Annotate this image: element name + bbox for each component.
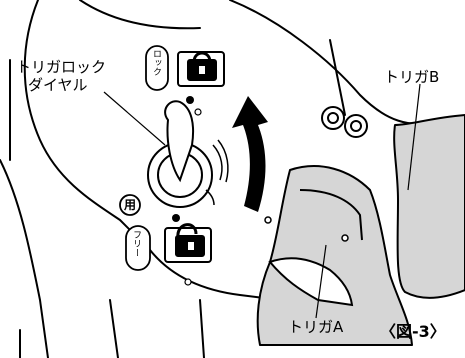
trigger-inner-shape bbox=[299, 189, 363, 241]
housing-inner-ridge bbox=[329, 39, 346, 116]
bolt-1-inner bbox=[327, 112, 339, 124]
pin-hole-2 bbox=[264, 216, 272, 224]
trigger-b-body bbox=[393, 114, 465, 299]
free-marking: フリー bbox=[131, 230, 141, 257]
lock-dot bbox=[186, 96, 194, 104]
rotation-arrow bbox=[232, 96, 268, 212]
kanji-marking: 用 bbox=[124, 198, 137, 212]
label-trigger-lock-dial-line1: トリガロック bbox=[16, 58, 107, 76]
bolt-2-inner bbox=[350, 120, 362, 132]
leader-trigger-b bbox=[407, 83, 421, 191]
leader-trigger-a bbox=[315, 244, 327, 319]
housing-outline bbox=[23, 0, 281, 301]
free-keyhole bbox=[188, 242, 194, 250]
lock-shackle bbox=[192, 51, 212, 63]
kanji-badge bbox=[119, 194, 141, 216]
free-dot bbox=[172, 214, 180, 222]
housing-bottom-edge-2 bbox=[199, 299, 205, 358]
pin-hole bbox=[341, 234, 349, 242]
lock-marking: ロック bbox=[151, 49, 161, 76]
lock-keyhole bbox=[199, 66, 205, 74]
housing-left-edge bbox=[0, 159, 49, 358]
housing-bottom-edge bbox=[109, 299, 119, 358]
leader-dial bbox=[103, 91, 166, 146]
lock-badge bbox=[145, 45, 169, 91]
lock-dot-small bbox=[194, 108, 202, 116]
housing-top-edge bbox=[79, 0, 201, 30]
label-trigger-lock-dial-line2: ダイヤル bbox=[28, 76, 88, 94]
label-trigger-b: トリガB bbox=[384, 68, 440, 86]
dial-detent-marks bbox=[205, 139, 229, 206]
dial-lever bbox=[164, 100, 195, 183]
trigger-a-tip bbox=[268, 257, 354, 307]
trigger-a-body bbox=[256, 165, 413, 346]
free-dot-small bbox=[184, 278, 192, 286]
free-shackle bbox=[176, 223, 198, 239]
free-badge bbox=[125, 225, 151, 271]
figure-number: 〈図-3〉 bbox=[380, 322, 446, 341]
label-trigger-a: トリガA bbox=[288, 318, 344, 336]
